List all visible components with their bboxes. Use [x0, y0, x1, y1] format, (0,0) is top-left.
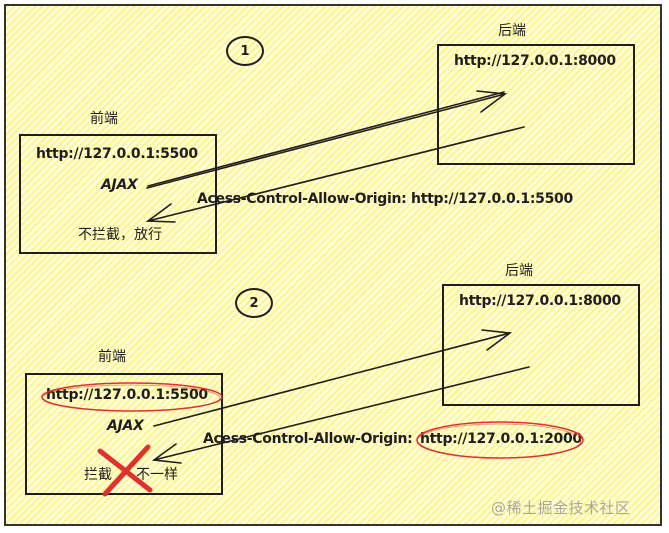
watermark: @稀土掘金技术社区 — [491, 499, 631, 517]
ajax-label-1: AJAX — [101, 177, 138, 193]
result-allowed-1: 不拦截，放行 — [78, 227, 162, 243]
response-header-value-2: http://127.0.0.1:2000 — [420, 431, 582, 447]
backend-heading-2: 后端 — [505, 263, 533, 279]
ajax-label-2: AJAX — [107, 418, 144, 434]
frontend-heading-1: 前端 — [90, 111, 118, 127]
response-header-1: Acess-Control-Allow-Origin: http://127.0… — [197, 191, 573, 207]
backend-heading-1: 后端 — [498, 23, 526, 39]
frontend-url-1: http://127.0.0.1:5500 — [36, 146, 198, 162]
result-different-2: 不一样 — [136, 467, 178, 483]
backend-url-2: http://127.0.0.1:8000 — [459, 293, 621, 309]
frontend-url-2: http://127.0.0.1:5500 — [46, 387, 208, 403]
backend-url-1: http://127.0.0.1:8000 — [454, 53, 616, 69]
diagram-canvas — [4, 4, 662, 526]
frontend-heading-2: 前端 — [98, 349, 126, 365]
step-number-1: 1 — [226, 36, 264, 66]
result-blocked-2: 拦截 — [84, 467, 112, 483]
response-header-name-2: Acess-Control-Allow-Origin: — [203, 431, 413, 447]
step-number-2: 2 — [235, 288, 273, 318]
